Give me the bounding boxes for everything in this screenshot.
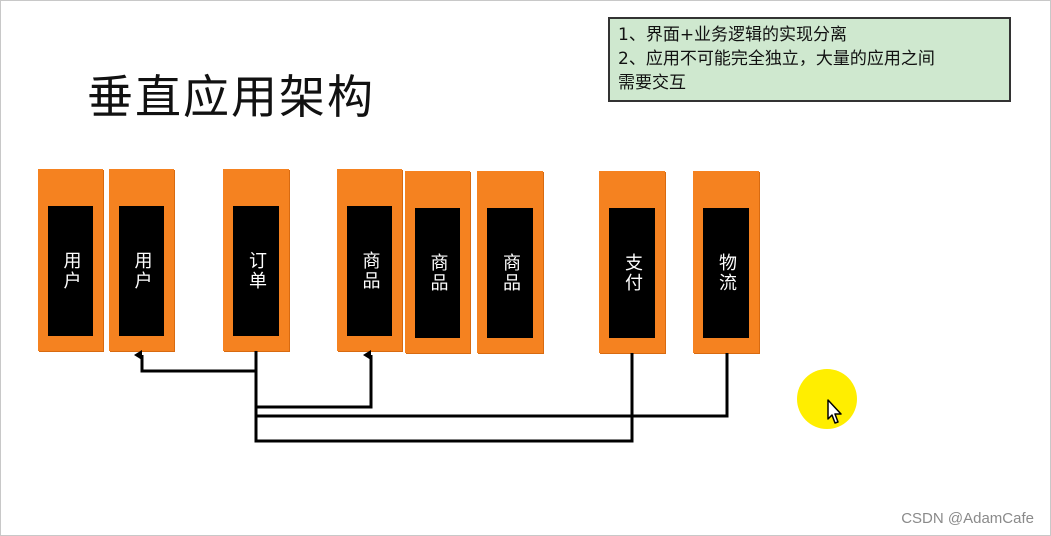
app-box-label: 订单 xyxy=(246,251,267,291)
slide-title: 垂直应用架构 xyxy=(87,70,375,124)
app-box-label: 商品 xyxy=(359,251,381,291)
app-box-order: 订单 xyxy=(223,169,289,351)
note-line-3: 需要交互 xyxy=(618,73,686,93)
app-box-label: 用户 xyxy=(131,251,153,291)
app-box-label: 支付 xyxy=(622,253,643,293)
app-box-inner: 用户 xyxy=(119,206,164,336)
connector-order-product xyxy=(254,350,373,409)
app-box-product-3: 商品 xyxy=(477,171,543,353)
app-box-user-2: 用户 xyxy=(109,169,174,351)
watermark: CSDN @AdamCafe xyxy=(901,510,1034,527)
app-box-logistics: 物流 xyxy=(693,171,759,353)
cursor-highlight xyxy=(797,369,857,429)
app-box-label: 物流 xyxy=(716,253,737,293)
app-box-inner: 用户 xyxy=(48,206,93,336)
note-box: 1、界面+业务逻辑的实现分离 2、应用不可能完全独立，大量的应用之间 需要交互 xyxy=(608,17,1011,102)
app-box-payment: 支付 xyxy=(599,171,665,353)
note-line-2: 2、应用不可能完全独立，大量的应用之间 xyxy=(618,49,935,69)
app-box-inner: 商品 xyxy=(415,208,460,338)
app-box-inner: 商品 xyxy=(487,208,533,338)
note-line-1: 1、界面+业务逻辑的实现分离 xyxy=(618,25,848,45)
app-box-inner: 物流 xyxy=(703,208,749,338)
connector-order-payment xyxy=(254,353,634,443)
app-box-inner: 支付 xyxy=(609,208,655,338)
app-box-label: 商品 xyxy=(500,253,521,293)
app-box-inner: 订单 xyxy=(233,206,279,336)
app-box-product-2: 商品 xyxy=(405,171,470,353)
app-box-label: 商品 xyxy=(427,253,449,293)
app-box-inner: 商品 xyxy=(347,206,392,336)
app-box-user-1: 用户 xyxy=(38,169,103,351)
mouse-cursor-icon xyxy=(827,399,843,429)
connector-order-user xyxy=(134,350,258,373)
connector-order-logistics xyxy=(254,353,729,418)
app-box-product-1: 商品 xyxy=(337,169,402,351)
app-box-label: 用户 xyxy=(60,251,82,291)
